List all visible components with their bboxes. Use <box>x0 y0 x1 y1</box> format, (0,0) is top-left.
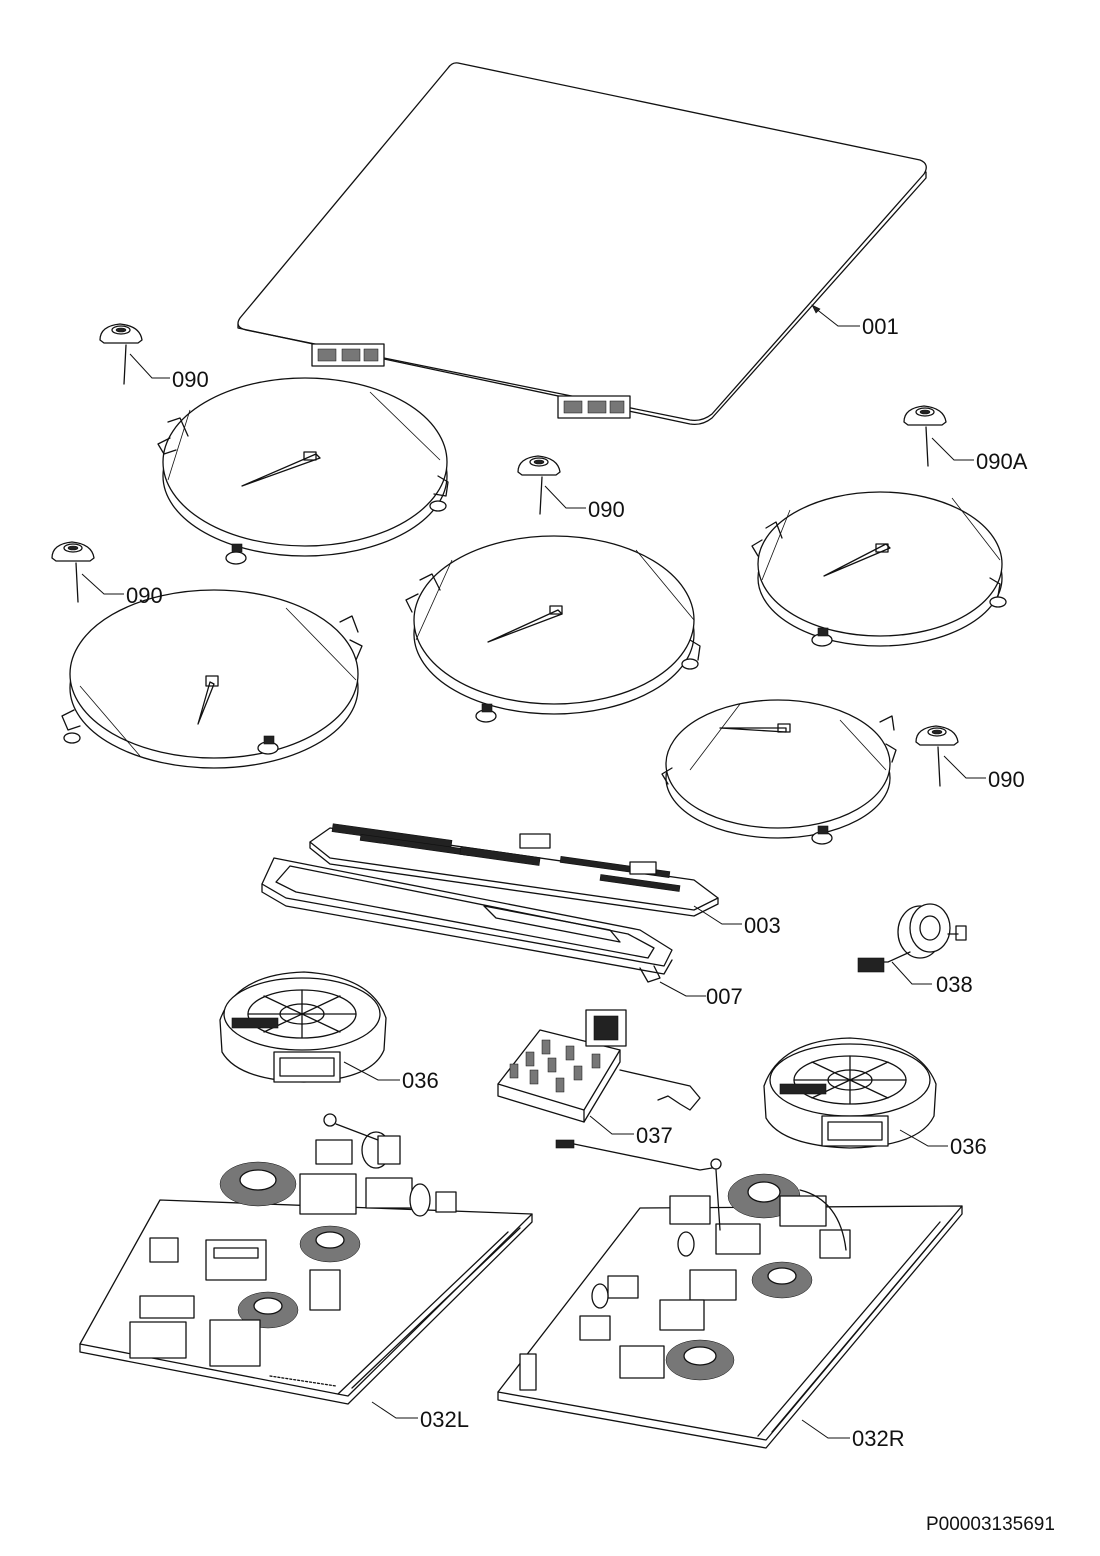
terminal-block[interactable] <box>497 1009 701 1123</box>
label-control-board: 003 <box>744 913 781 938</box>
connector-cable[interactable] <box>555 1139 722 1171</box>
induction-coil-front-right[interactable] <box>661 699 897 845</box>
label-glass-top: 001 <box>862 314 899 339</box>
label-ferrite-ring: 038 <box>936 972 973 997</box>
cooling-fan-left[interactable] <box>219 971 387 1083</box>
induction-coil-center[interactable] <box>405 535 701 723</box>
induction-coil-rear-right[interactable] <box>751 491 1007 647</box>
label-fan-left: 036 <box>402 1068 439 1093</box>
leader-001 <box>814 307 860 327</box>
label-sensor-mid: 090 <box>588 497 625 522</box>
ferrite-ring-cable[interactable] <box>857 903 967 973</box>
label-sensor-right-top: 090A <box>976 449 1028 474</box>
drawing-code: P00003135691 <box>926 1514 1055 1535</box>
label-power-board-right: 032R <box>852 1426 905 1451</box>
label-terminal-block: 037 <box>636 1123 673 1148</box>
control-frame[interactable] <box>261 857 673 983</box>
induction-coil-rear-left[interactable] <box>157 377 449 565</box>
label-power-board-left: 032L <box>420 1407 469 1432</box>
power-board-right[interactable] <box>497 1169 963 1449</box>
cooling-fan-right[interactable] <box>763 1037 937 1149</box>
power-board-left[interactable] <box>79 1113 533 1405</box>
glass-top-plate[interactable] <box>237 62 927 426</box>
control-board[interactable] <box>309 823 719 917</box>
temperature-sensor-5[interactable] <box>915 725 959 787</box>
label-control-frame: 007 <box>706 984 743 1009</box>
temperature-sensor-3[interactable] <box>51 541 95 603</box>
label-sensor-right-bottom: 090 <box>988 767 1025 792</box>
temperature-sensor-2[interactable] <box>517 455 561 515</box>
label-sensor-small-left: 090 <box>172 367 209 392</box>
induction-coil-front-left[interactable] <box>61 589 363 769</box>
temperature-sensor-4[interactable] <box>903 405 947 467</box>
label-fan-right: 036 <box>950 1134 987 1159</box>
label-sensor-left: 090 <box>126 583 163 608</box>
temperature-sensor-1[interactable] <box>99 323 143 385</box>
